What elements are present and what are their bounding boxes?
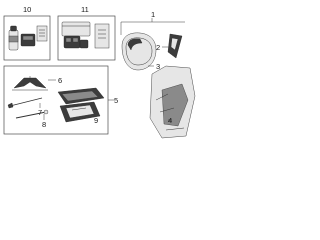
quarter-trim-panel-icon	[149, 65, 196, 139]
callout-8: 8	[42, 120, 46, 129]
group-11-inflator-kit: 11	[57, 5, 116, 61]
group-right-trim-assembly: 1 3 2 4	[120, 10, 196, 139]
wheel-wrench-icon	[15, 109, 49, 119]
parts-diagram: 10 11 1	[3, 5, 196, 139]
instruction-card-icon	[36, 25, 48, 42]
callout-7: 7	[38, 108, 42, 117]
callout-6: 6	[58, 76, 62, 85]
jack-icon	[12, 76, 48, 91]
callout-10: 10	[23, 5, 31, 14]
compressor-icon	[20, 33, 36, 47]
foam-tray-icon	[57, 87, 105, 123]
jack-handle-icon	[7, 97, 43, 109]
callout-11: 11	[81, 5, 89, 14]
callout-5: 5	[114, 96, 118, 105]
group-10-sealant-kit: 10	[3, 5, 51, 61]
callout-3: 3	[156, 62, 160, 71]
bracket-part-2-icon	[167, 33, 183, 59]
inflator-manual-icon	[94, 23, 110, 49]
group-5-jack-tools: 5 6 7 8 9	[3, 65, 118, 135]
spare-wheel-cover-icon	[121, 32, 157, 71]
inflator-compressor-icon	[63, 35, 89, 49]
sealant-bottle-icon	[8, 25, 19, 51]
callout-1: 1	[151, 10, 155, 19]
callout-2: 2	[156, 43, 160, 52]
callout-4: 4	[168, 116, 172, 125]
inflator-case-icon	[61, 21, 91, 37]
callout-9: 9	[94, 116, 98, 125]
